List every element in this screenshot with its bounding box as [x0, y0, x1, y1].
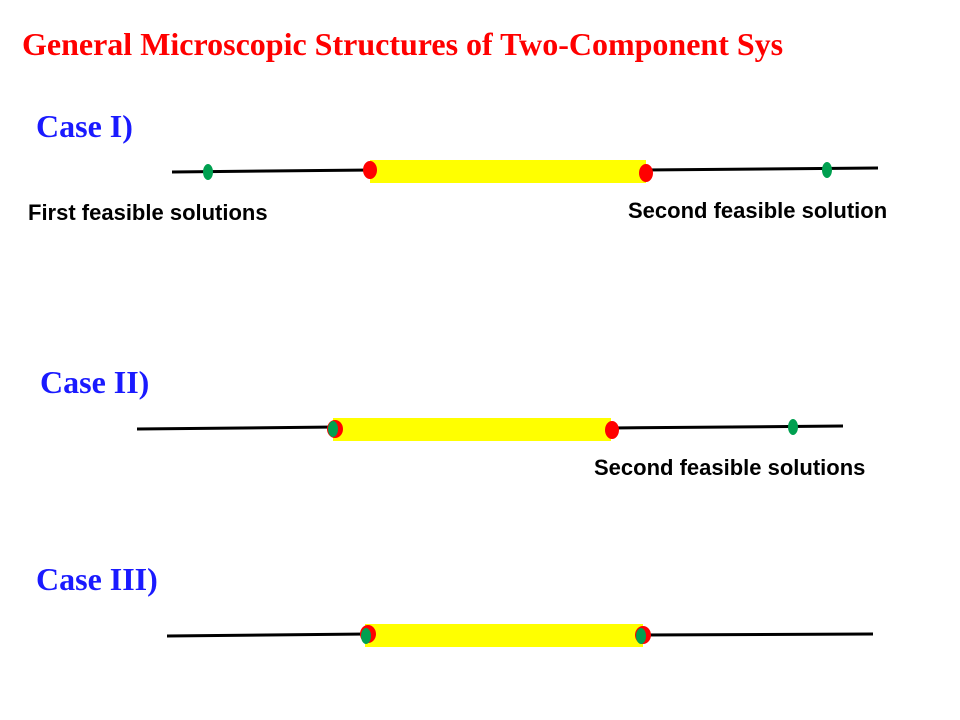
case-1-label: Case I) — [36, 108, 133, 144]
case-3-highlight-bar — [365, 624, 643, 647]
case-2-red-point-right — [605, 421, 619, 439]
case-3-green-point-left — [361, 628, 371, 644]
case-1-green-point-right — [822, 162, 832, 178]
case-2-green-point-left — [328, 421, 338, 437]
case-1-left-line — [171, 168, 373, 174]
case-2-highlight-bar — [333, 418, 611, 441]
slide-title: General Microscopic Structures of Two-Co… — [22, 26, 784, 62]
case-2-label: Case II) — [40, 364, 150, 400]
case-3-line-group — [166, 624, 874, 647]
case-3-left-line — [166, 632, 369, 638]
case-1-right-line — [643, 166, 879, 172]
case-1-line-group — [171, 160, 879, 183]
case-2-left-line — [136, 425, 337, 431]
case-2-line-group — [136, 418, 844, 441]
case-2-right-line — [611, 424, 844, 430]
case-2-second-feasible-label: Second feasible solutions — [594, 455, 866, 480]
case-3-green-point-right — [636, 628, 646, 644]
case-1-first-feasible-label: First feasible solutions — [28, 200, 268, 225]
case-1-green-point-left — [203, 164, 213, 180]
case-3-label: Case III) — [36, 561, 158, 597]
case-1-second-feasible-label: Second feasible solution — [628, 198, 888, 223]
case-1-red-point-right — [639, 164, 653, 182]
case-1-highlight-bar — [370, 160, 646, 183]
case-2-green-point-right — [788, 419, 798, 435]
case-3-right-line — [641, 632, 874, 637]
case-1-red-point-left — [363, 161, 377, 179]
